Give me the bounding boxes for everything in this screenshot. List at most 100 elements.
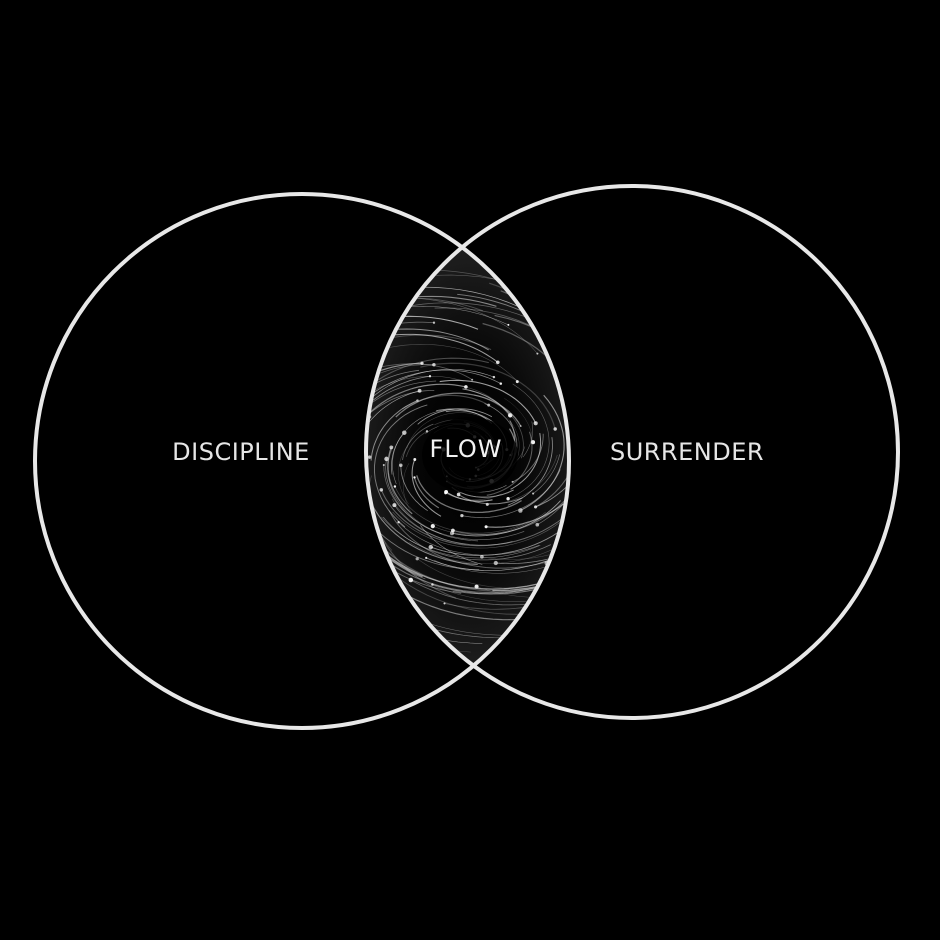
swirl-trail bbox=[445, 491, 493, 502]
swirl-trail bbox=[398, 521, 540, 556]
swirl-trail bbox=[420, 525, 483, 565]
swirl-trail bbox=[413, 477, 440, 509]
swirl-trail bbox=[380, 489, 513, 547]
swirl-particle bbox=[443, 602, 446, 605]
swirl-trail bbox=[366, 321, 435, 364]
swirl-particle bbox=[511, 480, 514, 483]
swirl-particle bbox=[384, 456, 389, 462]
swirl-trail bbox=[504, 398, 534, 443]
swirl-trail bbox=[366, 383, 467, 457]
swirl-trail bbox=[402, 423, 434, 461]
swirl-particle bbox=[530, 440, 536, 445]
label-surrender: SURRENDER bbox=[610, 438, 764, 466]
swirl-trail bbox=[486, 431, 533, 496]
swirl-trail bbox=[510, 433, 542, 490]
swirl-particle bbox=[428, 544, 434, 550]
swirl-particle bbox=[432, 363, 436, 367]
swirl-particle bbox=[518, 508, 523, 513]
swirl-particle bbox=[492, 375, 496, 379]
swirl-trail bbox=[537, 384, 569, 526]
swirl-trail bbox=[394, 297, 538, 354]
swirl-particle bbox=[392, 503, 397, 508]
swirl-particle bbox=[495, 360, 500, 365]
swirl-particle bbox=[507, 323, 510, 326]
label-discipline: DISCIPLINE bbox=[172, 438, 310, 466]
swirl-trail bbox=[400, 465, 428, 512]
swirl-trail bbox=[458, 494, 523, 505]
swirl-trail bbox=[436, 408, 493, 424]
swirl-particle bbox=[432, 321, 436, 324]
swirl-particle bbox=[499, 382, 503, 385]
swirl-trail bbox=[366, 376, 464, 432]
circle-discipline bbox=[33, 192, 571, 730]
swirl-trail bbox=[392, 409, 455, 484]
swirl-trail bbox=[411, 383, 509, 416]
swirl-particle bbox=[536, 352, 539, 355]
swirl-trail bbox=[392, 508, 569, 549]
swirl-trail bbox=[387, 446, 442, 535]
swirl-trail bbox=[381, 516, 541, 559]
swirl-trail bbox=[374, 404, 428, 528]
swirl-trail bbox=[371, 363, 473, 381]
swirl-particle bbox=[460, 513, 464, 518]
swirl-trail bbox=[402, 463, 411, 511]
swirl-trail bbox=[366, 364, 434, 398]
swirl-particle bbox=[397, 521, 400, 524]
swirl-particle bbox=[480, 554, 484, 559]
swirl-trail bbox=[417, 408, 493, 425]
swirl-trail bbox=[366, 344, 518, 382]
swirl-trail bbox=[482, 322, 569, 466]
swirl-particle bbox=[493, 560, 498, 566]
swirl-particle bbox=[425, 556, 428, 560]
swirl-particle bbox=[428, 375, 432, 378]
swirl-particle bbox=[532, 492, 535, 495]
swirl-particle bbox=[444, 489, 449, 494]
swirl-trail bbox=[420, 362, 556, 430]
swirl-trail bbox=[366, 306, 509, 484]
swirl-trail bbox=[370, 400, 418, 461]
label-flow: FLOW bbox=[430, 435, 503, 463]
swirl-trail bbox=[532, 454, 560, 494]
swirl-particle bbox=[420, 361, 424, 365]
swirl-particle bbox=[389, 445, 394, 450]
swirl-particle bbox=[408, 577, 414, 583]
swirl-trail bbox=[520, 394, 565, 511]
swirl-trail bbox=[522, 421, 533, 458]
swirl-trail bbox=[452, 460, 569, 535]
swirl-trail bbox=[512, 433, 544, 483]
swirl-trail bbox=[387, 447, 413, 515]
swirl-particle bbox=[393, 485, 397, 488]
swirl-trail bbox=[474, 394, 524, 459]
swirl-particle bbox=[382, 463, 385, 467]
swirl-particle bbox=[535, 522, 540, 527]
swirl-trail bbox=[391, 498, 466, 545]
swirl-trail bbox=[426, 507, 569, 571]
swirl-trail bbox=[366, 466, 480, 571]
swirl-trail bbox=[382, 516, 551, 561]
swirl-particle bbox=[379, 488, 384, 492]
swirl-trail bbox=[376, 524, 457, 599]
swirl-particle bbox=[431, 583, 434, 586]
swirl-trail bbox=[395, 392, 522, 427]
circle-surrender bbox=[364, 184, 900, 720]
swirl-trail bbox=[439, 379, 537, 424]
swirl-particle bbox=[416, 399, 419, 402]
vortex-center bbox=[422, 417, 518, 493]
swirl-particle bbox=[415, 557, 419, 561]
swirl-trail bbox=[416, 475, 522, 514]
swirl-particle bbox=[430, 524, 435, 529]
swirl-trail bbox=[432, 511, 546, 536]
swirl-particle bbox=[464, 385, 468, 389]
swirl-trail bbox=[533, 395, 569, 509]
swirl-particle bbox=[519, 425, 522, 428]
swirl-trail bbox=[366, 375, 431, 430]
swirl-trail bbox=[432, 471, 569, 595]
swirl-particle bbox=[484, 525, 488, 529]
swirl-particle bbox=[515, 380, 519, 384]
swirl-particle bbox=[413, 476, 416, 479]
swirl-particle bbox=[367, 455, 372, 459]
swirl-trail bbox=[366, 357, 489, 431]
swirl-particle bbox=[399, 463, 403, 467]
swirl-trail bbox=[398, 447, 409, 505]
swirl-trail bbox=[394, 502, 569, 546]
